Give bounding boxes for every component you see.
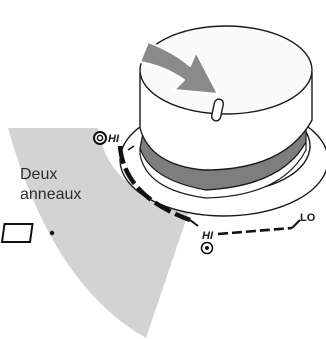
control-knob[interactable] (139, 25, 313, 199)
dual-ring-zone (8, 128, 190, 338)
rotate-arrow-icon (139, 41, 219, 95)
single-ring-hi-label: HI (202, 230, 214, 242)
knob-pointer (210, 98, 225, 122)
dual-ring-symbol-icon (93, 131, 107, 145)
single-ring-symbol-icon (200, 241, 214, 255)
burner-symbol-icon (0, 223, 55, 243)
dual-ring-hi-label: HI (108, 133, 120, 145)
dual-ring-scale (117, 145, 191, 223)
single-ring-scale (217, 226, 293, 236)
zone-label-line1: Deux (20, 166, 57, 183)
zone-label-line2: anneaux (20, 186, 81, 203)
single-ring-lo-label: LO (300, 212, 316, 224)
